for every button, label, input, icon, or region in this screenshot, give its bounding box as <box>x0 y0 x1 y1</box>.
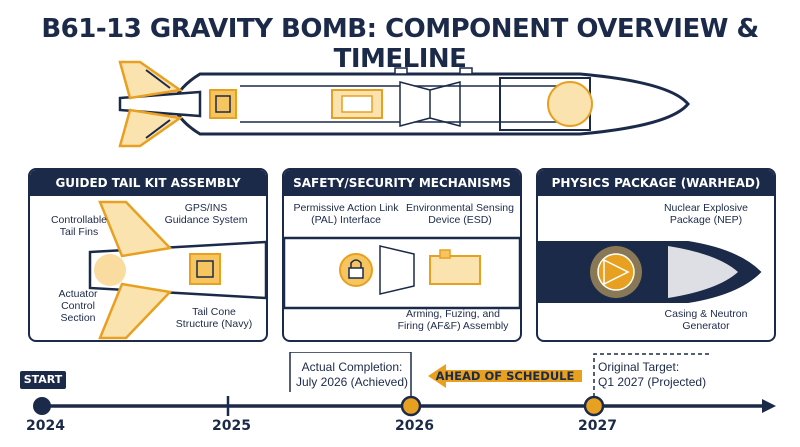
panel-physics-package: PHYSICS PACKAGE (WARHEAD) Nuclear Explos… <box>536 168 776 342</box>
tail-kit-illustration <box>88 200 266 340</box>
panel-physics-heading: PHYSICS PACKAGE (WARHEAD) <box>538 170 774 196</box>
label-nep: Nuclear Explosive Package (NEP) <box>663 202 749 226</box>
label-tail-fins: Controllable Tail Fins <box>50 214 108 238</box>
year-2024: 2024 <box>26 418 65 434</box>
panel-tail-kit: GUIDED TAIL KIT ASSEMBLY Controllable Ta… <box>28 168 268 342</box>
label-actuator: Actuator Control Section <box>58 288 98 324</box>
panel-tail-kit-heading: GUIDED TAIL KIT ASSEMBLY <box>30 170 266 196</box>
year-2025: 2025 <box>212 418 251 434</box>
page-title: B61-13 GRAVITY BOMB: COMPONENT OVERVIEW … <box>41 14 759 74</box>
ahead-of-schedule-label: AHEAD OF SCHEDULE <box>435 369 575 383</box>
label-pal: Permissive Action Link (PAL) Interface <box>293 202 399 226</box>
timeline-actual-completion: Actual Completion: July 2026 (Achieved) <box>295 360 409 389</box>
timeline-original-target: Original Target: Q1 2027 (Projected) <box>598 360 707 389</box>
year-2027: 2027 <box>578 418 617 434</box>
panel-safety-heading: SAFETY/SECURITY MECHANISMS <box>284 170 520 196</box>
timeline-axis <box>33 352 776 417</box>
bomb-hero-diagram <box>118 60 690 148</box>
year-2026: 2026 <box>395 418 434 434</box>
label-gps-ins: GPS/INS Guidance System <box>164 202 248 226</box>
safety-illustration <box>284 236 520 310</box>
label-esd: Environmental Sensing Device (ESD) <box>406 202 514 226</box>
warhead-illustration <box>538 241 762 303</box>
label-casing: Casing & Neutron Generator <box>664 308 748 332</box>
label-tail-cone: Tail Cone Structure (Navy) <box>175 306 253 330</box>
label-aff: Arming, Fuzing, and Firing (AF&F) Assemb… <box>397 308 509 332</box>
panel-safety-security: SAFETY/SECURITY MECHANISMS Permissive Ac… <box>282 168 522 342</box>
timeline-start-badge: START <box>20 371 66 389</box>
